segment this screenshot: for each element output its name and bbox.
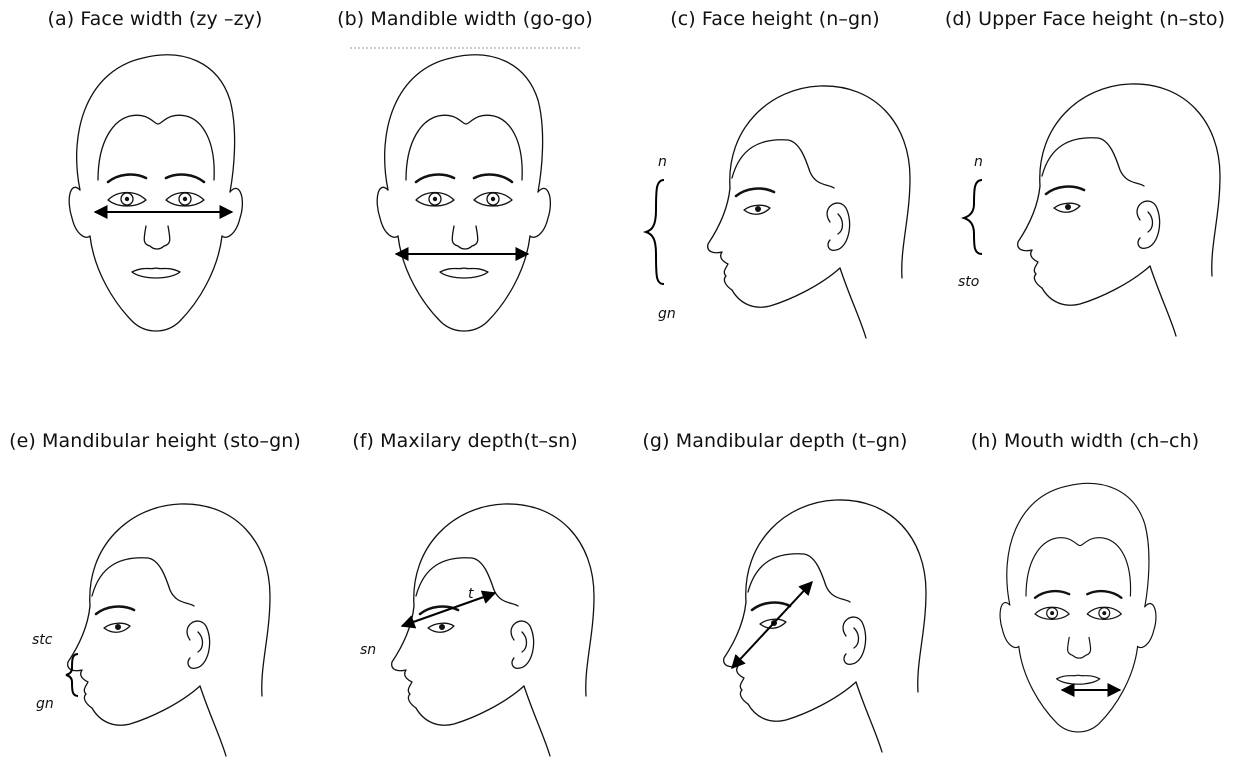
landmark-label-n: n xyxy=(658,154,667,170)
panel-c: (c) Face height (n–gn) n gn xyxy=(620,0,930,340)
panel-caption: (h) Mouth width (ch–ch) xyxy=(930,430,1240,452)
mandible-width-figure xyxy=(310,40,620,340)
face-width-figure xyxy=(0,40,310,340)
landmark-label-gn: gn xyxy=(658,306,676,322)
mandibular-depth-figure xyxy=(620,474,930,774)
mandibular-height-figure: stc gn xyxy=(0,474,310,774)
panel-d: (d) Upper Face height (n–sto) n sto xyxy=(930,0,1240,340)
mouth-width-figure xyxy=(930,464,1242,764)
panel-caption: (g) Mandibular depth (t–gn) xyxy=(620,430,930,452)
panel-caption: (b) Mandible width (go-go) xyxy=(310,8,620,30)
panel-e: (e) Mandibular height (sto–gn) stc gn xyxy=(0,378,310,718)
brace xyxy=(646,180,664,284)
panel-caption: (a) Face width (zy –zy) xyxy=(0,8,310,30)
landmark-label-sto: sto xyxy=(958,274,979,290)
landmark-label-n: n xyxy=(974,154,983,170)
panel-caption: (d) Upper Face height (n–sto) xyxy=(930,8,1240,30)
panel-b: (b) Mandible width (go-go) xyxy=(310,0,620,340)
brace xyxy=(66,654,78,696)
panel-g: (g) Mandibular depth (t–gn) xyxy=(620,378,930,718)
upper-face-height-figure: n sto xyxy=(930,40,1242,340)
maxillary-depth-figure: t sn xyxy=(310,474,620,774)
landmark-label-t: t xyxy=(468,586,474,602)
landmark-label-stc: stc xyxy=(32,632,53,648)
panel-a: (a) Face width (zy –zy) xyxy=(0,0,310,340)
panel-caption: (f) Maxilary depth(t–sn) xyxy=(310,430,620,452)
panel-caption: (e) Mandibular height (sto–gn) xyxy=(0,430,310,452)
panel-caption: (c) Face height (n–gn) xyxy=(620,8,930,30)
brace xyxy=(964,180,982,254)
measurement-arrow xyxy=(402,593,495,626)
measurement-arrow xyxy=(732,582,812,668)
landmark-label-sn: sn xyxy=(360,642,376,658)
panel-h: (h) Mouth width (ch–ch) xyxy=(930,378,1240,718)
face-height-figure: n gn xyxy=(620,40,930,340)
panel-f: (f) Maxilary depth(t–sn) t sn xyxy=(310,378,620,718)
landmark-label-gn: gn xyxy=(36,696,54,712)
